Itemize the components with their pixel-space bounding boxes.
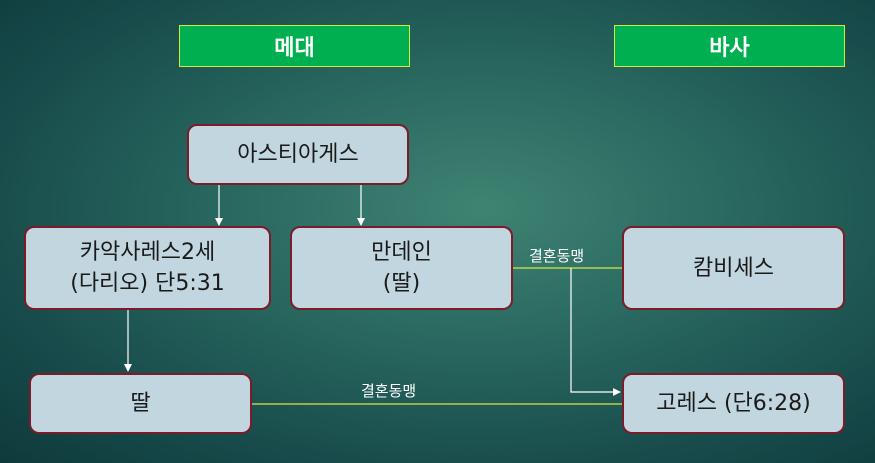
node-cyrus-label: 고레스 (단6:28) — [656, 391, 811, 416]
node-daughter: 딸 — [29, 373, 252, 434]
node-mandane: 만데인 (딸) — [290, 226, 513, 310]
node-astyages: 아스티아게스 — [187, 124, 409, 185]
header-persia: 바사 — [614, 25, 845, 67]
node-daughter-label: 딸 — [130, 391, 151, 416]
node-cambyses-label: 캄비세스 — [693, 255, 774, 281]
node-astyages-label: 아스티아게스 — [237, 142, 359, 167]
node-cambyses: 캄비세스 — [622, 226, 845, 310]
edge-label-marriage-top: 결혼동맹 — [529, 247, 585, 265]
node-cyaxares: 카악사레스2세 (다리오) 단5:31 — [24, 226, 271, 310]
node-cyaxares-name: 카악사레스2세 — [79, 240, 216, 265]
header-media: 메대 — [179, 25, 410, 67]
node-cyaxares-note: (다리오) 단5:31 — [70, 271, 225, 296]
edge-label-marriage-bottom: 결혼동맹 — [361, 382, 417, 400]
arrow-marriage-to-cyrus — [570, 268, 621, 396]
node-mandane-note: (딸) — [382, 271, 421, 296]
node-cyrus: 고레스 (단6:28) — [622, 373, 845, 434]
node-mandane-name: 만데인 — [371, 240, 432, 265]
